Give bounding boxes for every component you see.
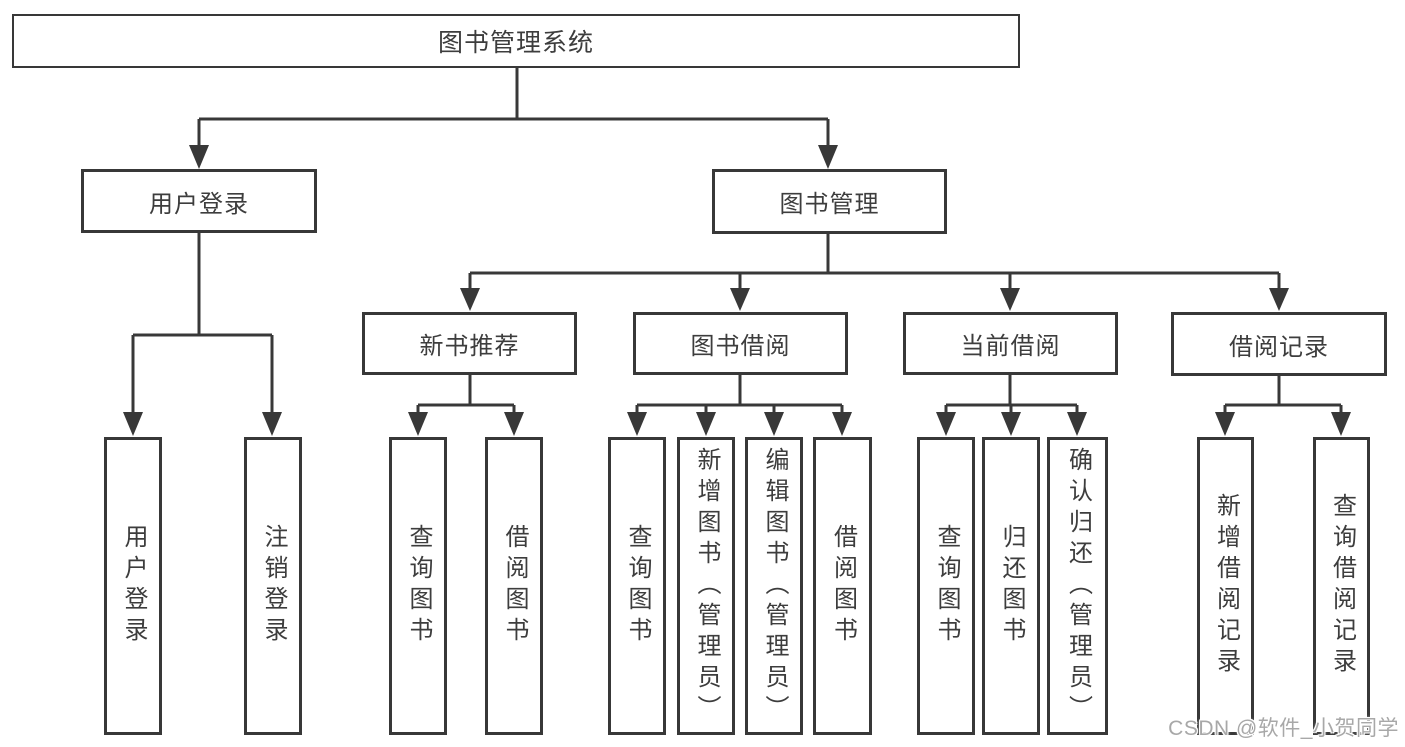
node-new-book-recommend: 新书推荐	[362, 312, 577, 375]
leaf-logout: 注销登录	[244, 437, 302, 735]
leaf-query-books-current-label: 查询图书	[933, 524, 960, 648]
leaf-query-books-current: 查询图书	[917, 437, 975, 735]
node-borrow-records: 借阅记录	[1171, 312, 1387, 376]
leaf-edit-book-admin-label: 编辑图书（管理员）	[761, 446, 788, 726]
leaf-borrow-books-recommend: 借阅图书	[485, 437, 543, 735]
node-current-borrow: 当前借阅	[903, 312, 1118, 375]
leaf-query-books-borrow: 查询图书	[608, 437, 666, 735]
node-current-borrow-label: 当前借阅	[960, 333, 1061, 360]
leaf-query-borrow-record: 查询借阅记录	[1313, 437, 1370, 735]
leaf-add-borrow-record-label: 新增借阅记录	[1212, 493, 1240, 679]
leaf-query-books-borrow-label: 查询图书	[624, 524, 651, 648]
leaf-edit-book-admin: 编辑图书（管理员）	[745, 437, 803, 735]
node-new-book-recommend-label: 新书推荐	[419, 333, 520, 360]
leaf-confirm-return-admin: 确认归还（管理员）	[1047, 437, 1108, 735]
node-borrow-records-label: 借阅记录	[1229, 333, 1329, 361]
leaf-query-borrow-record-label: 查询借阅记录	[1328, 493, 1356, 679]
leaf-add-book-admin-label: 新增图书（管理员）	[693, 446, 720, 726]
leaf-user-login-label: 用户登录	[120, 524, 147, 648]
leaf-return-books: 归还图书	[982, 437, 1040, 735]
node-user-login: 用户登录	[81, 169, 317, 233]
watermark: CSDN @软件_小贺同学	[1168, 717, 1399, 740]
leaf-query-books-recommend-label: 查询图书	[405, 524, 432, 648]
node-book-management-label: 图书管理	[779, 191, 880, 218]
leaf-add-borrow-record: 新增借阅记录	[1197, 437, 1254, 735]
node-root-label: 图书管理系统	[437, 29, 594, 57]
leaf-add-book-admin: 新增图书（管理员）	[677, 437, 735, 735]
leaf-user-login: 用户登录	[104, 437, 162, 735]
node-book-management: 图书管理	[712, 169, 947, 234]
leaf-query-books-recommend: 查询图书	[389, 437, 447, 735]
node-user-login-label: 用户登录	[149, 190, 249, 218]
leaf-return-books-label: 归还图书	[998, 524, 1025, 648]
node-root: 图书管理系统	[12, 14, 1020, 68]
node-book-borrow-label: 图书借阅	[690, 333, 791, 360]
leaf-borrow-books-borrow: 借阅图书	[813, 437, 872, 735]
node-book-borrow: 图书借阅	[633, 312, 848, 375]
leaf-borrow-books-recommend-label: 借阅图书	[501, 524, 528, 648]
leaf-borrow-books-borrow-label: 借阅图书	[829, 524, 857, 648]
leaf-confirm-return-admin-label: 确认归还（管理员）	[1064, 446, 1092, 726]
leaf-logout-label: 注销登录	[260, 524, 287, 648]
